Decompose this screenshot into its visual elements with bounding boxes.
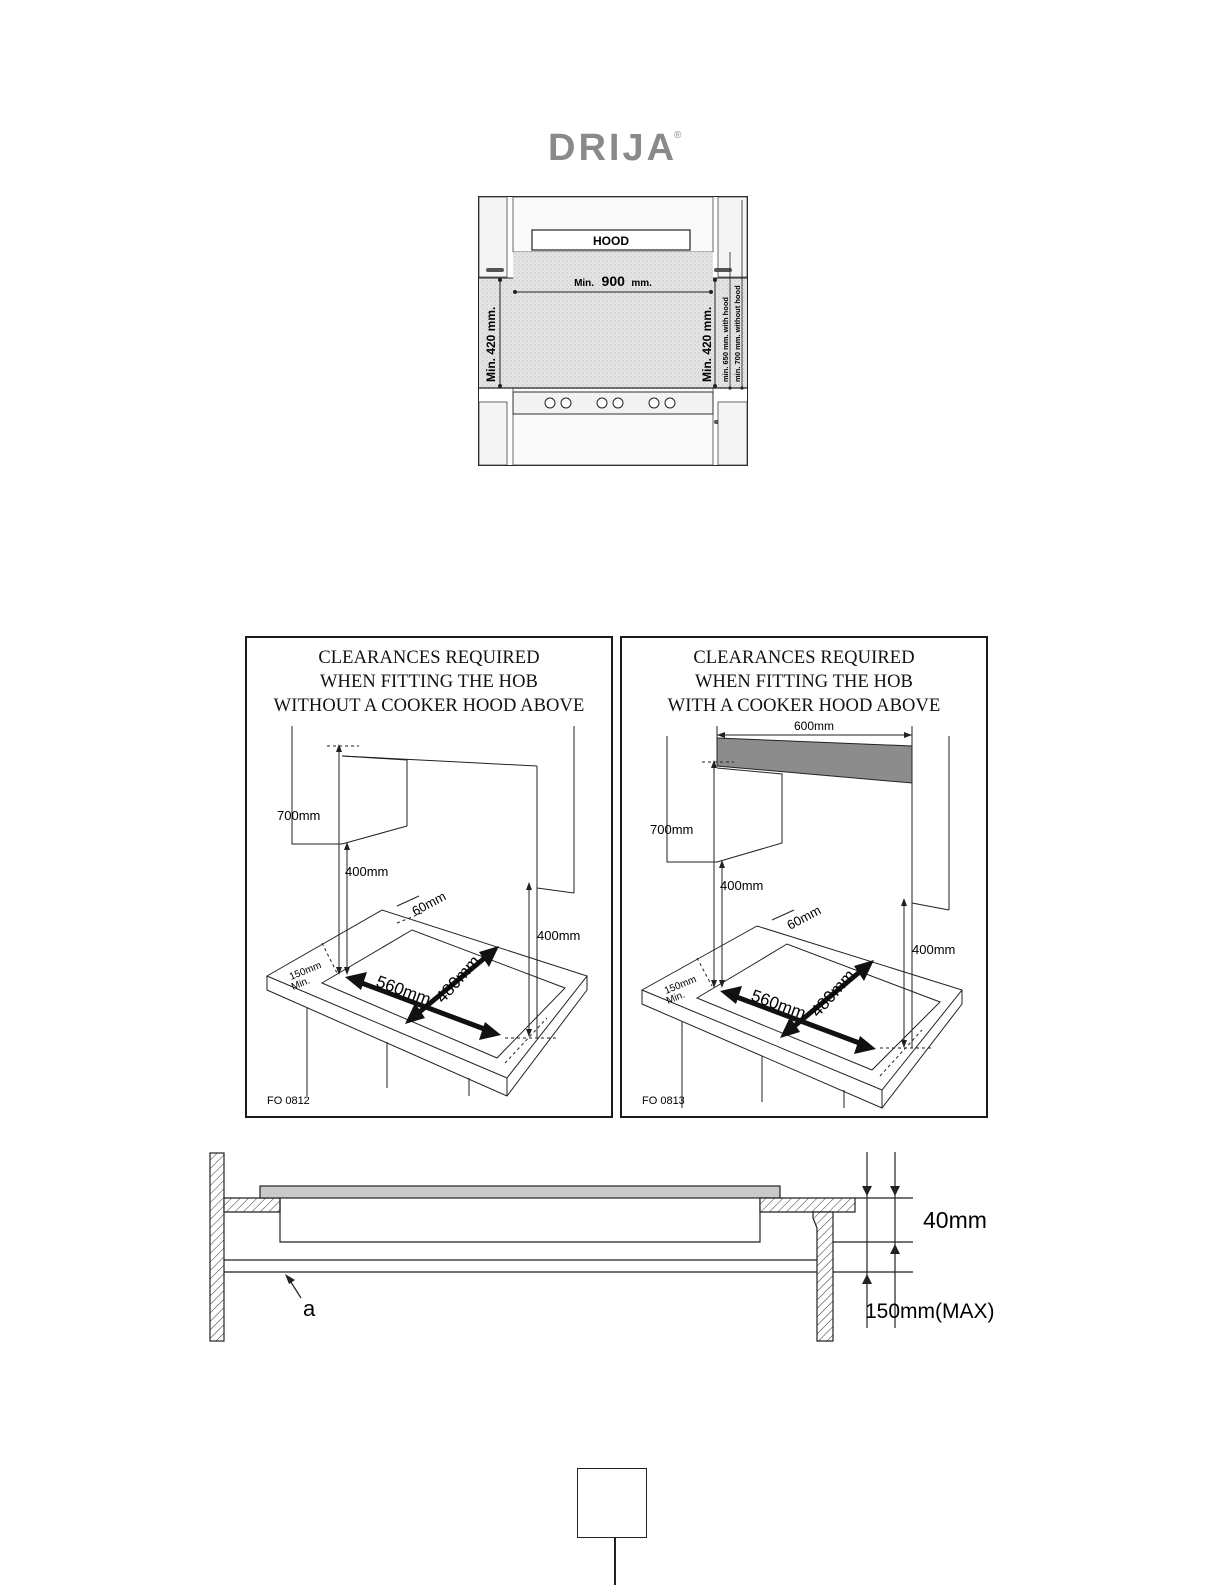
- side-gap-label: 400mm: [537, 928, 580, 943]
- panel-title: CLEARANCES REQUIRED WHEN FITTING THE HOB…: [667, 648, 941, 716]
- hob-depth-label: 480mm: [432, 952, 484, 1007]
- panel-title: CLEARANCES REQUIRED WHEN FITTING THE HOB…: [273, 648, 585, 716]
- width-dimension-label: Min. 900 mm.: [574, 273, 652, 290]
- clearance-panel-with-hood: CLEARANCES REQUIRED WHEN FITTING THE HOB…: [620, 636, 988, 1118]
- max-depth-label: 150mm(MAX): [865, 1300, 995, 1323]
- rear-gap-label: 60mm: [784, 902, 823, 932]
- clearance-panel-without-hood: CLEARANCES REQUIRED WHEN FITTING THE HOB…: [245, 636, 613, 1118]
- brand-name: DRIJA: [548, 127, 677, 168]
- figure-code: FO 0813: [642, 1095, 685, 1107]
- cabinet-gap-label: 400mm: [345, 864, 388, 879]
- page-number-box: [577, 1468, 647, 1538]
- hob-width-label: 560mm: [749, 986, 809, 1023]
- hob-width-label: 560mm: [374, 972, 434, 1009]
- hob-depth-label: 480mm: [807, 966, 859, 1021]
- hob-clearance-illustration: 700mm 400mm 400mm 60mm 150mm Min. 560mm …: [265, 726, 588, 1107]
- side-gap-label: 400mm: [912, 942, 955, 957]
- hob-clearance-illustration: 600mm 700mm 400mm 400mm 60mm 150mm Min. …: [640, 719, 963, 1109]
- hood-width-label: 600mm: [794, 719, 834, 733]
- registered-mark: ®: [674, 130, 682, 141]
- without-hood-label: min. 700 mm. without hood: [733, 285, 742, 382]
- with-hood-label: min. 650 mm. with hood: [721, 297, 730, 382]
- hob-glass: [259, 1185, 781, 1199]
- cabinet-gap-label: 400mm: [720, 878, 763, 893]
- drija-logo: DRIJA ®: [548, 127, 682, 168]
- cooker-hood: [716, 737, 913, 784]
- clearance-elevation-diagram: HOOD Min. 900 mm. Min. 420 mm. Min. 420 …: [478, 196, 748, 466]
- rear-gap-label: 60mm: [409, 888, 448, 918]
- right-height-label: Min. 420 mm.: [700, 307, 714, 382]
- cabinet-handle: [714, 268, 732, 272]
- part-a-label: a: [303, 1296, 316, 1321]
- figure-code: FO 0812: [267, 1095, 310, 1107]
- thickness-label: 40mm: [923, 1207, 987, 1233]
- height-label: 700mm: [277, 808, 320, 823]
- left-height-label: Min. 420 mm.: [484, 307, 498, 382]
- hood-box: [531, 229, 691, 251]
- page-divider-line: [614, 1538, 616, 1585]
- worktop-section-diagram: a 40mm 150mm(MAX): [209, 1152, 995, 1342]
- hood-label: HOOD: [593, 234, 629, 248]
- height-label: 700mm: [650, 822, 693, 837]
- cabinet-handle: [486, 268, 504, 272]
